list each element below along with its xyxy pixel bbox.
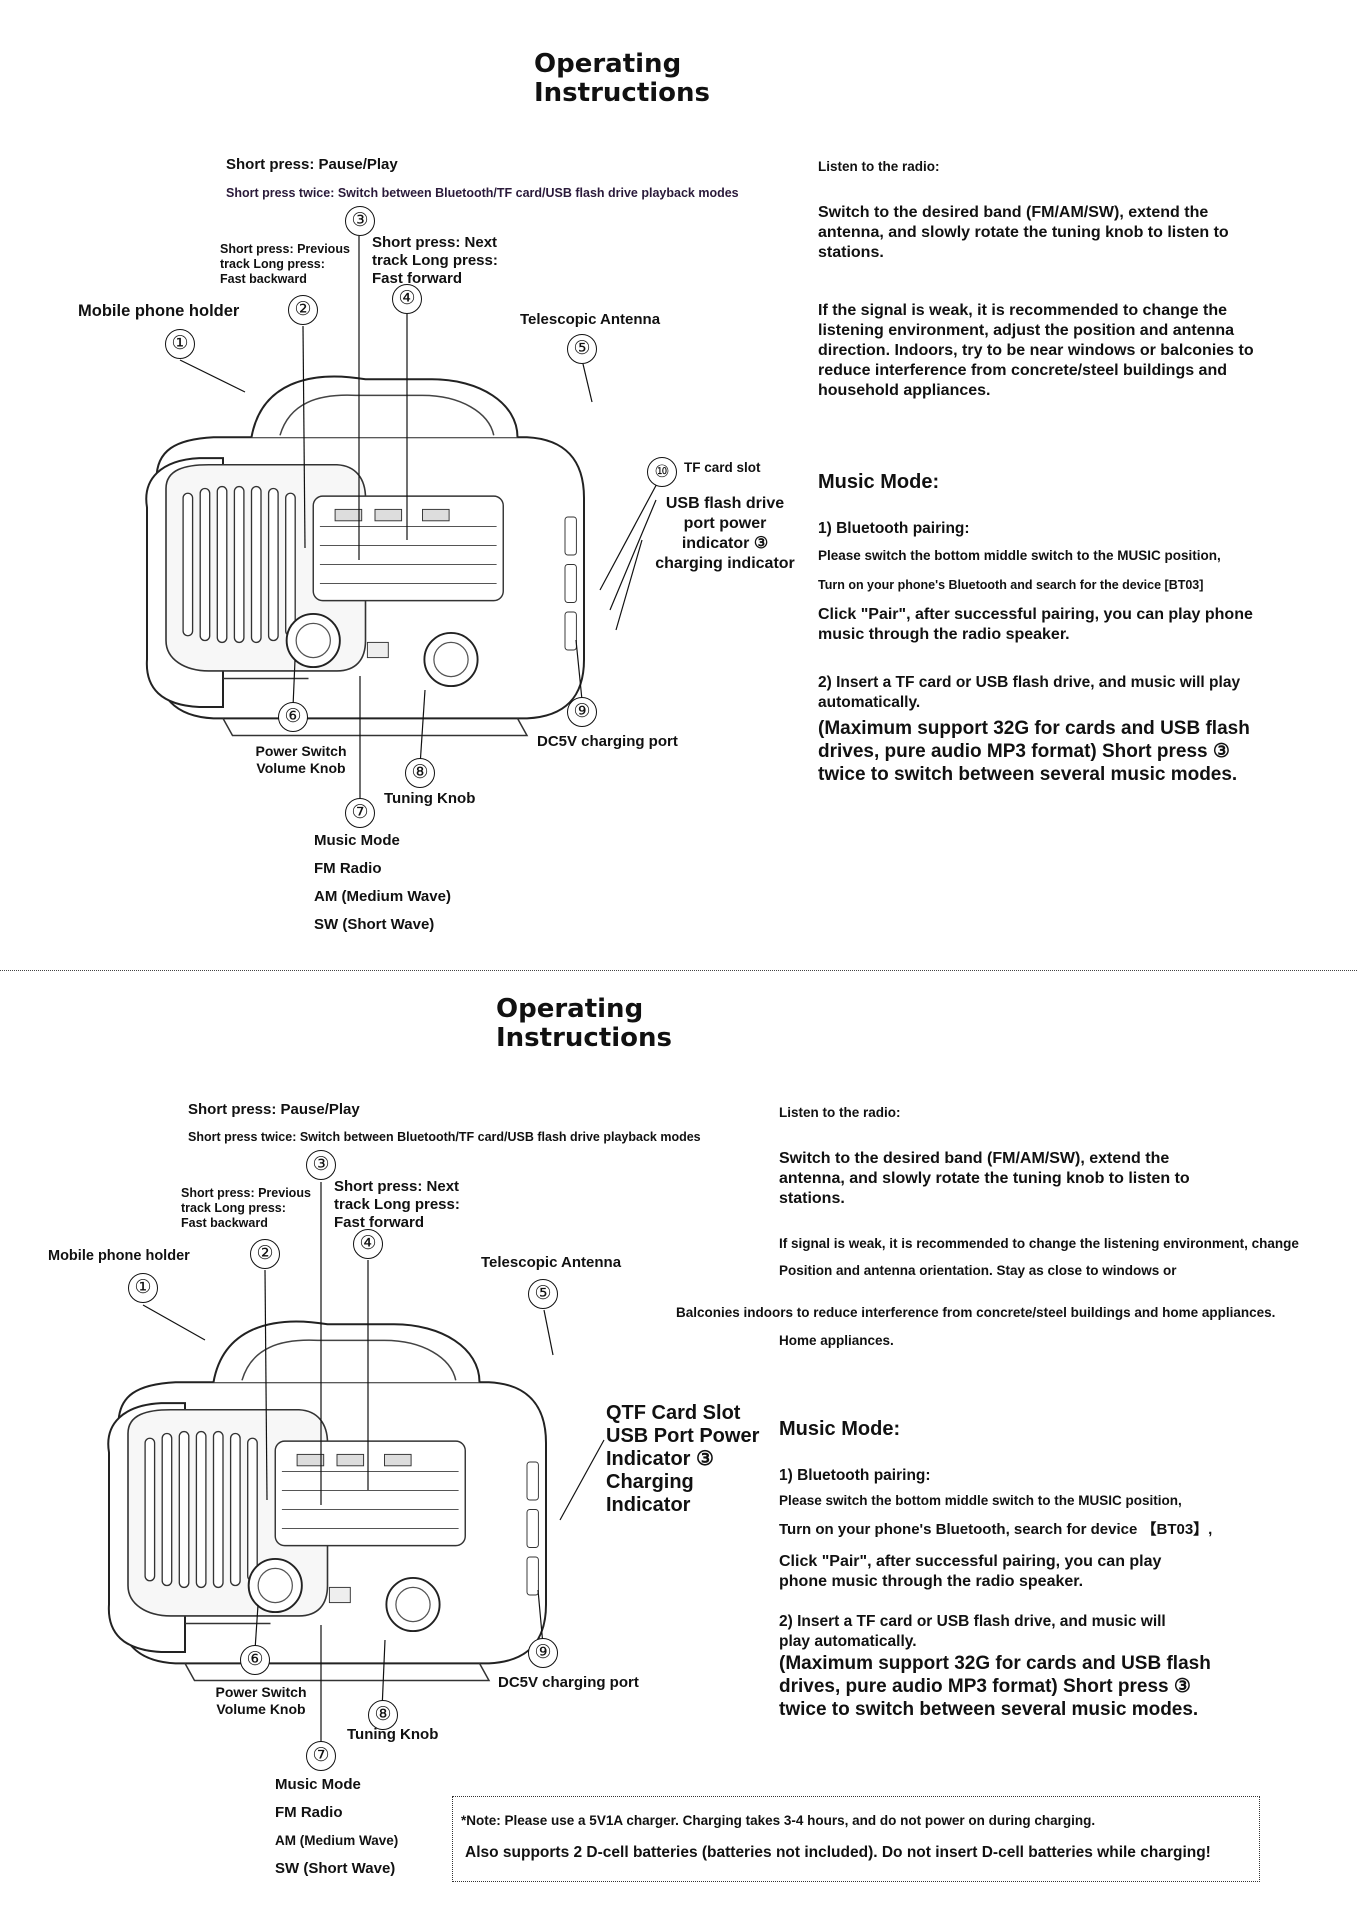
callout-8: ⑧ <box>368 1700 398 1730</box>
callout-3: ③ <box>345 206 375 236</box>
radio-paragraph-2b: Position and antenna orientation. Stay a… <box>779 1263 1177 1278</box>
label-usb-indicator: USB flash drive port power indicator ③ c… <box>655 495 795 572</box>
callout-9: ⑨ <box>528 1638 558 1668</box>
label-antenna: Telescopic Antenna <box>481 1254 622 1271</box>
callout-5: ⑤ <box>528 1279 558 1309</box>
music-heading: Music Mode: <box>779 1418 901 1440</box>
mode-am: AM (Medium Wave) <box>314 888 451 905</box>
label-previous-track: Short press: Previous track Long press: … <box>220 242 350 286</box>
charging-note-box: *Note: Please use a 5V1A charger. Chargi… <box>452 1796 1260 1882</box>
label-tuning-knob: Tuning Knob <box>347 1726 439 1743</box>
radio-heading: Listen to the radio: <box>818 159 940 174</box>
callout-8: ⑧ <box>405 758 435 788</box>
bluetooth-step-3: Click "Pair", after successful pairing, … <box>779 1553 1162 1590</box>
callout-5: ⑤ <box>567 334 597 364</box>
callout-4: ④ <box>353 1229 383 1259</box>
section-1-title: Operating Instructions <box>534 49 711 108</box>
callout-9: ⑨ <box>567 697 597 727</box>
bluetooth-heading: 1) Bluetooth pairing: <box>818 520 970 537</box>
instructions-column-1: Listen to the radio: Switch to the desir… <box>818 158 1258 786</box>
radio-paragraph-2d: Home appliances. <box>779 1333 894 1348</box>
label-tuning-knob: Tuning Knob <box>384 790 476 807</box>
callout-7: ⑦ <box>306 1741 336 1771</box>
mode-fm: FM Radio <box>275 1804 343 1821</box>
mode-am: AM (Medium Wave) <box>275 1833 399 1848</box>
radio-paragraph-2: If the signal is weak, it is recommended… <box>818 302 1254 399</box>
radio-paragraph-2a: If signal is weak, it is recommended to … <box>779 1236 1299 1251</box>
tf-step-1: 2) Insert a TF card or USB flash drive, … <box>779 1613 1166 1650</box>
leader-lines-1 <box>0 0 1357 960</box>
callout-1: ① <box>128 1273 158 1303</box>
section-2-title: Operating Instructions <box>496 994 673 1053</box>
callout-6: ⑥ <box>240 1645 270 1675</box>
callout-7: ⑦ <box>345 798 375 828</box>
mode-sw: SW (Short Wave) <box>314 916 435 933</box>
label-mobile-holder: Mobile phone holder <box>78 302 240 320</box>
bluetooth-step-2: Turn on your phone's Bluetooth, search f… <box>779 1521 1213 1538</box>
radio-paragraph-1: Switch to the desired band (FM/AM/SW), e… <box>818 204 1229 261</box>
tf-step-2: (Maximum support 32G for cards and USB f… <box>818 718 1250 785</box>
mode-music: Music Mode <box>314 832 400 849</box>
callout-3: ③ <box>306 1150 336 1180</box>
label-pause-play: Short press: Pause/Play <box>226 156 398 173</box>
callout-2: ② <box>250 1239 280 1269</box>
label-power-volume: Power Switch Volume Knob <box>255 743 347 776</box>
mode-sw: SW (Short Wave) <box>275 1860 396 1877</box>
bluetooth-step-1: Please switch the bottom middle switch t… <box>818 548 1221 563</box>
label-next-track: Short press: Next track Long press: Fast… <box>372 234 498 287</box>
label-slot-group: QTF Card Slot USB Port Power Indicator ③… <box>606 1402 760 1516</box>
callout-1: ① <box>165 329 195 359</box>
label-mode-switch: Short press twice: Switch between Blueto… <box>226 186 739 200</box>
callout-6: ⑥ <box>278 702 308 732</box>
radio-paragraph-2c: Balconies indoors to reduce interference… <box>676 1305 1276 1320</box>
label-power-volume: Power Switch Volume Knob <box>215 1684 307 1717</box>
label-dc-port: DC5V charging port <box>498 1674 639 1691</box>
mode-music: Music Mode <box>275 1776 361 1793</box>
mode-fm: FM Radio <box>314 860 382 877</box>
mode-list-1: Music Mode FM Radio AM (Medium Wave) SW … <box>314 832 451 934</box>
label-dc-port: DC5V charging port <box>537 733 678 750</box>
label-antenna: Telescopic Antenna <box>520 311 661 328</box>
music-column-2: Music Mode: 1) Bluetooth pairing: Please… <box>779 1418 1249 1721</box>
note-line-1: *Note: Please use a 5V1A charger. Chargi… <box>461 1813 1096 1828</box>
bluetooth-step-1: Please switch the bottom middle switch t… <box>779 1493 1182 1508</box>
section-divider <box>0 970 1357 971</box>
bluetooth-heading: 1) Bluetooth pairing: <box>779 1467 931 1484</box>
music-heading: Music Mode: <box>818 471 940 493</box>
label-mode-switch: Short press twice: Switch between Blueto… <box>188 1130 701 1144</box>
tf-step-2: (Maximum support 32G for cards and USB f… <box>779 1653 1211 1720</box>
bluetooth-step-3: Click "Pair", after successful pairing, … <box>818 606 1253 643</box>
label-previous-track: Short press: Previous track Long press: … <box>181 1186 311 1230</box>
label-pause-play: Short press: Pause/Play <box>188 1101 360 1118</box>
callout-10: ⑩ <box>647 457 677 487</box>
label-mobile-holder: Mobile phone holder <box>48 1248 190 1264</box>
label-next-track: Short press: Next track Long press: Fast… <box>334 1178 460 1231</box>
radio-paragraph-1: Switch to the desired band (FM/AM/SW), e… <box>779 1150 1190 1207</box>
radio-heading: Listen to the radio: <box>779 1105 901 1120</box>
instructions-column-2: Listen to the radio: Switch to the desir… <box>779 1104 1299 1289</box>
label-tf-slot: TF card slot <box>684 460 761 475</box>
callout-4: ④ <box>392 284 422 314</box>
callout-2: ② <box>288 295 318 325</box>
note-line-2: Also supports 2 D-cell batteries (batter… <box>465 1844 1211 1861</box>
tf-step-1: 2) Insert a TF card or USB flash drive, … <box>818 674 1241 711</box>
mode-list-2: Music Mode FM Radio AM (Medium Wave) SW … <box>275 1776 398 1878</box>
bluetooth-step-2: Turn on your phone's Bluetooth and searc… <box>818 578 1204 592</box>
